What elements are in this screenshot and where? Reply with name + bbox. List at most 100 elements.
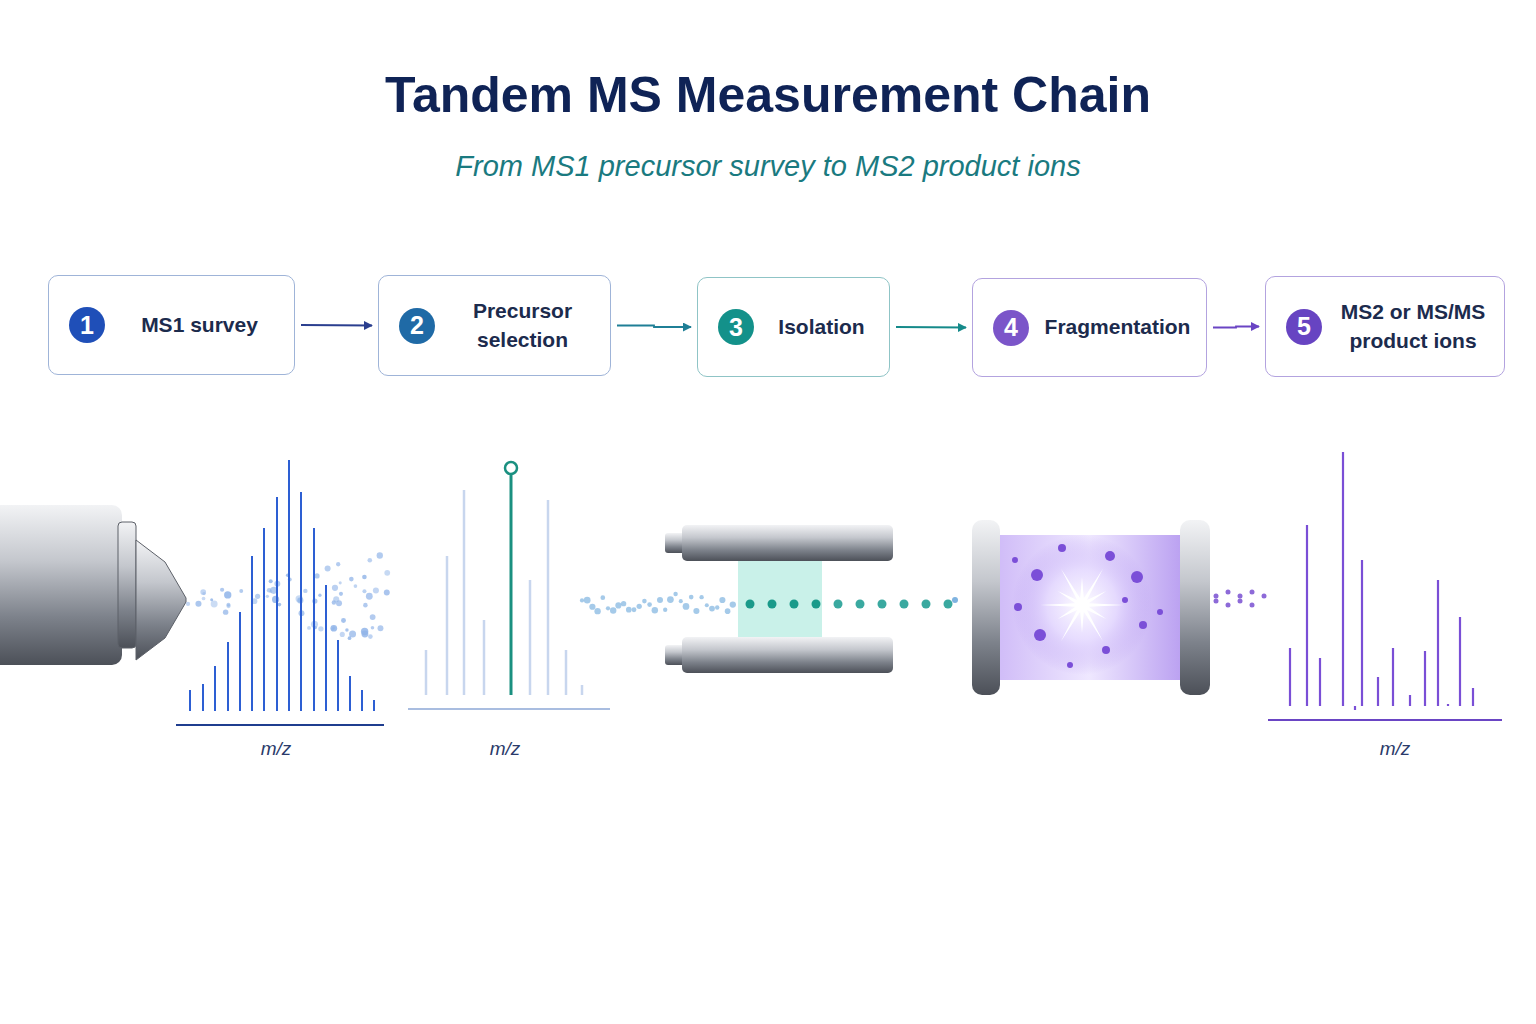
ion-dot [580,598,584,602]
process-box: 2Precursor selection [378,275,611,376]
emitter-cone [136,540,186,660]
axis-label: m/z [1380,738,1411,760]
isolation-window [738,561,822,637]
spectrum-peak [1354,706,1356,710]
spectrum-peak [1361,560,1363,706]
fragment-ion [1014,603,1022,611]
spectrum-peak [547,500,550,695]
droplet [367,558,372,563]
spectrum-peak [373,700,375,711]
step-label: Fragmentation [1041,313,1194,341]
product-ion [1226,603,1231,608]
fragment-ion [1102,646,1110,654]
droplet [341,618,346,623]
ion-dot [683,603,690,610]
step-label: Isolation [766,313,877,341]
ms1-spectrum [176,460,384,725]
diagram-subtitle: From MS1 precursor survey to MS2 product… [0,150,1536,183]
spectrum-peak [1319,658,1321,706]
droplet [339,592,343,596]
droplet [377,552,383,558]
emitter-body [0,505,122,665]
step-number: 2 [399,308,435,344]
diagram-title: Tandem MS Measurement Chain [0,66,1536,124]
ion-dot [952,597,958,603]
ion-dot [637,604,642,609]
fragment-ion [1131,571,1143,583]
ion-dot [589,604,595,610]
spectrum-peak [1392,648,1394,706]
emitter-ring [118,522,136,648]
droplet [378,625,384,631]
product-ion [1214,599,1219,604]
product-ion [1238,599,1243,604]
step-label: MS2 or MS/MS product ions [1334,298,1492,355]
step-number: 4 [993,310,1029,346]
ion-dot [600,595,605,600]
ion-dot [652,607,658,613]
droplet [255,594,260,599]
ion-dot [679,599,683,603]
product-ion [1226,590,1231,595]
droplet [349,577,354,582]
selected-ion [922,600,931,609]
droplet [318,626,323,631]
precursor-spectrum [408,474,610,709]
droplet [200,589,206,595]
spectrum-peak [529,580,532,695]
ion-dot [632,607,637,612]
spectrum-peak [1437,580,1439,706]
ion-dot [709,606,715,612]
step-number: 3 [718,309,754,345]
spectrum-peak [1377,677,1379,706]
quadrupole-rod [682,637,893,673]
spectrum-peak [463,490,466,695]
droplet [211,600,218,607]
selected-ion [790,600,799,609]
fragment-ion [1031,569,1043,581]
droplet [318,594,321,597]
spectrum-peak [1306,525,1308,706]
ion-beam [580,592,958,615]
esi-emitter [0,505,186,665]
spectrum-peak [565,650,568,695]
droplet [384,570,390,576]
selected-ion [878,600,887,609]
quadrupole [665,525,893,673]
spectrum-peak [446,556,449,695]
selected-ion [834,600,843,609]
spectrum-peak [1447,704,1449,706]
droplet [307,626,311,630]
droplet [333,596,339,602]
droplet [269,590,272,593]
flow-arrow [617,326,691,328]
ion-dot [657,597,663,603]
cell-flange [972,520,1000,695]
fragment-ion [1058,544,1066,552]
droplet [363,603,368,608]
droplet [239,589,243,593]
ion-dot [647,602,652,607]
product-ion [1214,594,1219,599]
product-spectrum [1268,452,1502,720]
droplet [314,573,319,578]
ion-dot [642,599,647,604]
droplet [272,596,279,603]
droplet [269,579,273,583]
droplet [202,592,205,595]
droplet [361,628,368,635]
droplet [223,609,228,614]
ion-dot [719,597,725,603]
step-number: 1 [69,307,105,343]
spectrum-peak [300,492,302,711]
product-ion [1250,603,1255,608]
selected-ion [812,600,821,609]
droplet [336,562,340,566]
spectrum-peak [1409,695,1411,706]
mz-axis [1268,719,1502,721]
droplet [202,597,206,601]
flow-arrow [896,326,966,328]
droplet [278,603,282,607]
cell-flange [1180,520,1210,695]
droplet [345,628,348,631]
